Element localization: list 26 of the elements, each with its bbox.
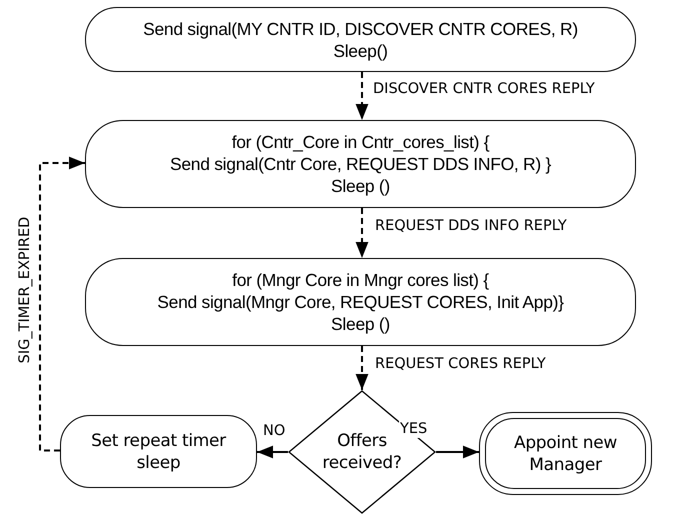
arrow	[356, 208, 368, 258]
terminal-box	[479, 412, 652, 495]
arrow	[436, 446, 479, 458]
node-text: Send signal(Cntr Core, REQUEST DDS INFO, R) }	[170, 153, 551, 175]
arrow	[257, 446, 288, 458]
arrow	[356, 72, 368, 120]
node-text: Sleep ()	[331, 175, 390, 197]
edge-label: REQUEST DDS INFO REPLY	[374, 217, 568, 235]
arrow	[356, 346, 368, 390]
node-text: Sleep ()	[331, 313, 390, 335]
node-text: Set repeat timer sleep	[90, 430, 228, 474]
arrow	[39, 156, 85, 452]
node-text: Appoint new Manager	[512, 432, 618, 476]
node-text: Send signal(MY CNTR ID, DISCOVER CNTR CORES, R)	[143, 18, 578, 40]
node-text: for (Cntr_Core in Cntr_cores_list) {	[232, 131, 490, 153]
node-text: Sleep()	[333, 40, 388, 62]
process-box	[60, 415, 257, 488]
node-text: Offers received?	[321, 431, 402, 474]
decision-diamond	[288, 390, 436, 514]
node-text: Send signal(Mngr Core, REQUEST CORES, Init App)}	[157, 291, 564, 313]
edge-label: SIG_TIMER_EXPIRED	[16, 216, 34, 364]
edge-label: REQUEST CORES REPLY	[374, 355, 547, 373]
node-text: for (Mngr Core in Mngr cores list) {	[232, 269, 489, 291]
process-box	[85, 120, 636, 208]
edge-label: YES	[399, 420, 428, 438]
process-box	[85, 258, 636, 346]
